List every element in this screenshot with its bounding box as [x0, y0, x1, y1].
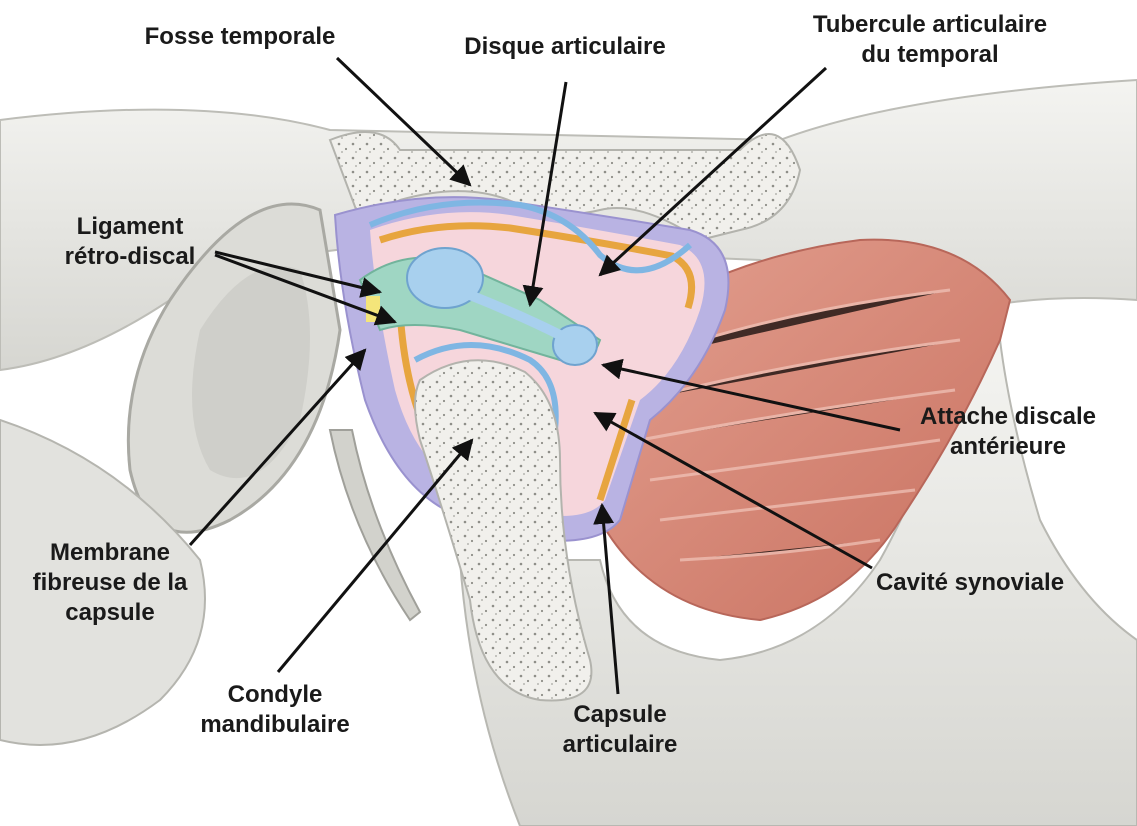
- label-capsule: Capsule articulaire: [530, 700, 710, 760]
- label-condyle-line-2: mandibulaire: [170, 710, 380, 740]
- label-cavite: Cavité synoviale: [855, 568, 1085, 598]
- label-cavite-line-1: Cavité synoviale: [855, 568, 1085, 598]
- label-fosse-temporale-line-1: Fosse temporale: [125, 22, 355, 52]
- label-tubercule-line-1: Tubercule articulaire: [780, 10, 1080, 40]
- label-disque-articulaire: Disque articulaire: [430, 32, 700, 62]
- label-tubercule: Tubercule articulaire du temporal: [780, 10, 1080, 70]
- label-membrane-line-3: capsule: [10, 598, 210, 628]
- yellow-tissue: [366, 296, 380, 322]
- label-disque-articulaire-line-1: Disque articulaire: [430, 32, 700, 62]
- label-fosse-temporale: Fosse temporale: [125, 22, 355, 52]
- label-capsule-line-1: Capsule: [530, 700, 710, 730]
- label-capsule-line-2: articulaire: [530, 730, 710, 760]
- label-condyle-line-1: Condyle: [170, 680, 380, 710]
- label-tubercule-line-2: du temporal: [780, 40, 1080, 70]
- label-attache-line-2: antérieure: [888, 432, 1128, 462]
- label-membrane-line-1: Membrane: [10, 538, 210, 568]
- label-condyle: Condyle mandibulaire: [170, 680, 380, 740]
- label-membrane: Membrane fibreuse de la capsule: [10, 538, 210, 628]
- label-ligament-line-2: rétro-discal: [40, 242, 220, 272]
- label-membrane-line-2: fibreuse de la: [10, 568, 210, 598]
- label-ligament-line-1: Ligament: [40, 212, 220, 242]
- label-ligament: Ligament rétro-discal: [40, 212, 220, 272]
- label-attache: Attache discale antérieure: [888, 402, 1128, 462]
- label-attache-line-1: Attache discale: [888, 402, 1128, 432]
- arrow-condyle: [278, 440, 472, 672]
